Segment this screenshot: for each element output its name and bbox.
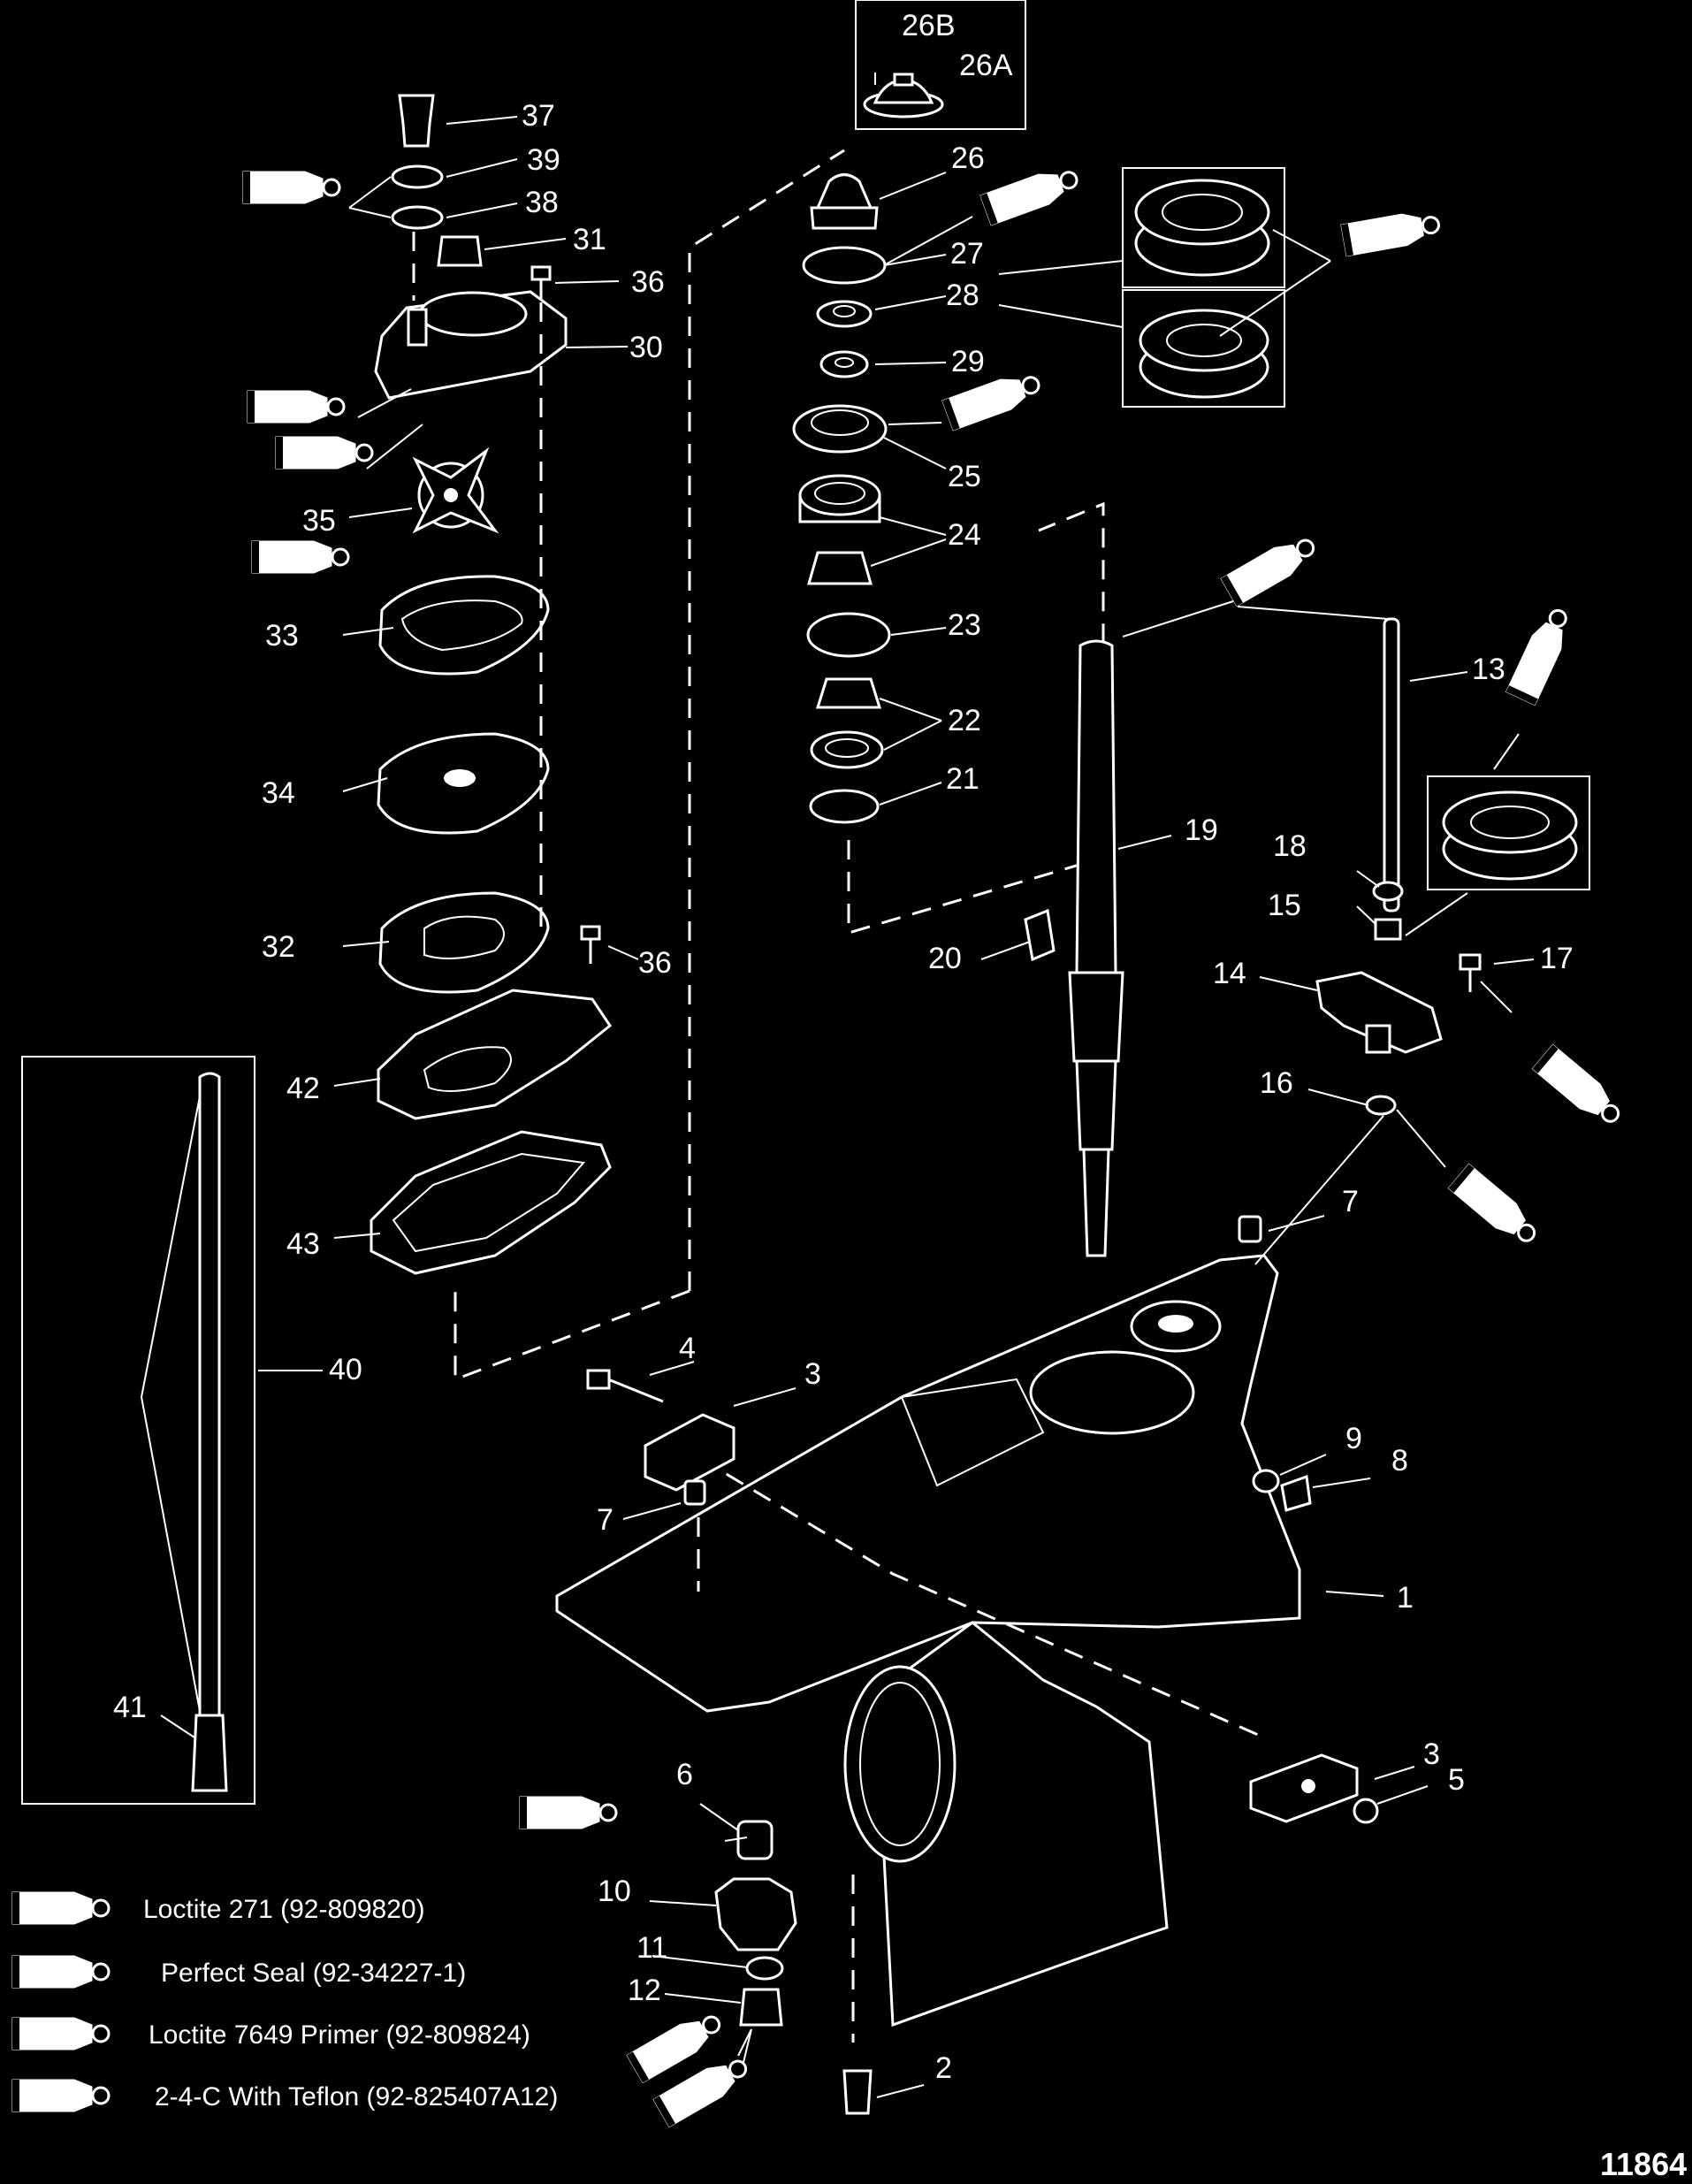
callout-16: 16 [1260, 1066, 1293, 1100]
callout-12: 12 [628, 1974, 661, 2007]
callout-6: 6 [676, 1758, 693, 1791]
sealant-tube-95: 95 [1505, 608, 1567, 706]
sealant-tube-95: 95 [275, 436, 374, 470]
sealant-tube-95: 95 [242, 171, 341, 204]
callout-18: 18 [1273, 829, 1307, 863]
callout-26B: 26B [902, 9, 956, 42]
callout-31: 31 [573, 223, 606, 256]
seal-insets [1122, 167, 1590, 890]
callout-26A: 26A [959, 49, 1013, 82]
legend-text-19: Perfect Seal (92-34227-1) [161, 1959, 466, 1988]
sealant-tube-95-label: 95 [1361, 223, 1389, 250]
callout-42: 42 [286, 1072, 320, 1105]
callout-19: 19 [1185, 813, 1218, 847]
sealant-tube-95: 95 [1447, 1163, 1536, 1242]
callout-13: 13 [1472, 653, 1505, 686]
shift-shaft-13 [1315, 617, 1482, 1116]
callout-43: 43 [286, 1227, 320, 1261]
legend-tube-92-label: 92 [32, 2023, 56, 2047]
callout-33: 33 [265, 619, 299, 653]
callout-39: 39 [527, 143, 560, 177]
callout-7: 7 [1342, 1185, 1359, 1218]
sealant-tube-19: 19 [247, 390, 346, 424]
callout-37: 37 [522, 99, 555, 133]
sealant-tube-95-label: 95 [539, 1802, 563, 1826]
callout-14: 14 [1213, 957, 1246, 990]
callout-21: 21 [946, 762, 979, 796]
callout-36: 36 [631, 265, 665, 299]
callout-38: 38 [525, 186, 559, 219]
sealant-tube-95: 95 [1340, 213, 1440, 257]
callout-41: 41 [113, 1691, 147, 1724]
callout-1: 1 [1397, 1581, 1414, 1615]
callout-17: 17 [1540, 942, 1574, 975]
callout-32: 32 [262, 930, 295, 964]
callout-26: 26 [951, 141, 985, 175]
callout-5: 5 [1448, 1763, 1465, 1797]
leader-lines [160, 116, 1535, 2098]
callout-34: 34 [262, 776, 295, 810]
driveshaft-19 [1024, 639, 1124, 1257]
callout-29: 29 [951, 345, 985, 378]
callout-36: 36 [638, 946, 672, 980]
sealant-tube-19-label: 19 [271, 546, 295, 570]
legend-tube-19-label: 19 [32, 1961, 56, 1985]
legend-text-7: Loctite 271 (92-809820) [143, 1895, 425, 1924]
legend-tube-7: 7 [11, 1891, 111, 1925]
sealant-tube-95: 95 [979, 171, 1078, 226]
inset-26a-26b [855, 0, 1026, 130]
callout-11: 11 [636, 1931, 667, 1965]
callout-3: 3 [804, 1357, 821, 1391]
callout-28: 28 [946, 279, 979, 312]
sealant-tube-95: 95 [519, 1796, 618, 1829]
sealant-tube-7: 7 [1531, 1043, 1620, 1123]
legend-text-95: 2-4-C With Teflon (92-825407A12) [155, 2082, 558, 2111]
sealant-tube-95-label: 95 [263, 177, 286, 201]
sealant-tube-95-label: 95 [295, 442, 319, 466]
callout-8: 8 [1391, 1444, 1408, 1478]
callout-9: 9 [1345, 1422, 1362, 1455]
callout-2: 2 [935, 2051, 952, 2085]
callout-4: 4 [679, 1332, 696, 1365]
legend-tube-7-label: 7 [32, 1898, 43, 1921]
callout-27: 27 [950, 237, 984, 271]
driveshaft-box-40 [21, 1056, 255, 1805]
legend-tube-95: 95 [11, 2079, 111, 2112]
sealant-tube-19-label: 19 [267, 396, 291, 420]
sealant-tube-95: 95 [941, 376, 1040, 431]
dashed-outline-upper [453, 149, 845, 1382]
sealant-tube-92: 92 [626, 2015, 721, 2084]
legend-text-92: Loctite 7649 Primer (92-809824) [149, 2020, 530, 2050]
callout-10: 10 [598, 1875, 631, 1908]
callout-30: 30 [629, 331, 663, 364]
figure-id: 11864 [1600, 2146, 1687, 2182]
legend-tube-92: 92 [11, 2017, 111, 2050]
legend-tube-19: 19 [11, 1955, 111, 1989]
callout-7: 7 [597, 1503, 614, 1537]
legend-tube-95-label: 95 [32, 2085, 56, 2109]
bearing-stack [792, 173, 1105, 935]
callout-15: 15 [1268, 889, 1301, 922]
callout-3: 3 [1423, 1737, 1440, 1771]
sealant-tube-7: 7 [652, 2059, 748, 2128]
impeller [412, 447, 499, 534]
callout-24: 24 [948, 518, 981, 552]
water-pump-stack [370, 94, 613, 1275]
callout-23: 23 [948, 608, 981, 642]
callout-35: 35 [302, 504, 336, 538]
sealant-tube-19: 19 [251, 540, 350, 574]
sealant-tube-95: 95 [1220, 538, 1315, 607]
callout-40: 40 [329, 1353, 362, 1386]
callout-20: 20 [928, 942, 962, 975]
sealant-legend: 7 Loctite 271 (92-809820) 19 Perfect Seal (… [11, 1891, 558, 2112]
callout-25: 25 [948, 460, 981, 493]
gear-housing-1 [555, 1254, 1301, 2043]
callout-22: 22 [948, 704, 981, 737]
small-hardware [586, 1215, 1379, 2115]
